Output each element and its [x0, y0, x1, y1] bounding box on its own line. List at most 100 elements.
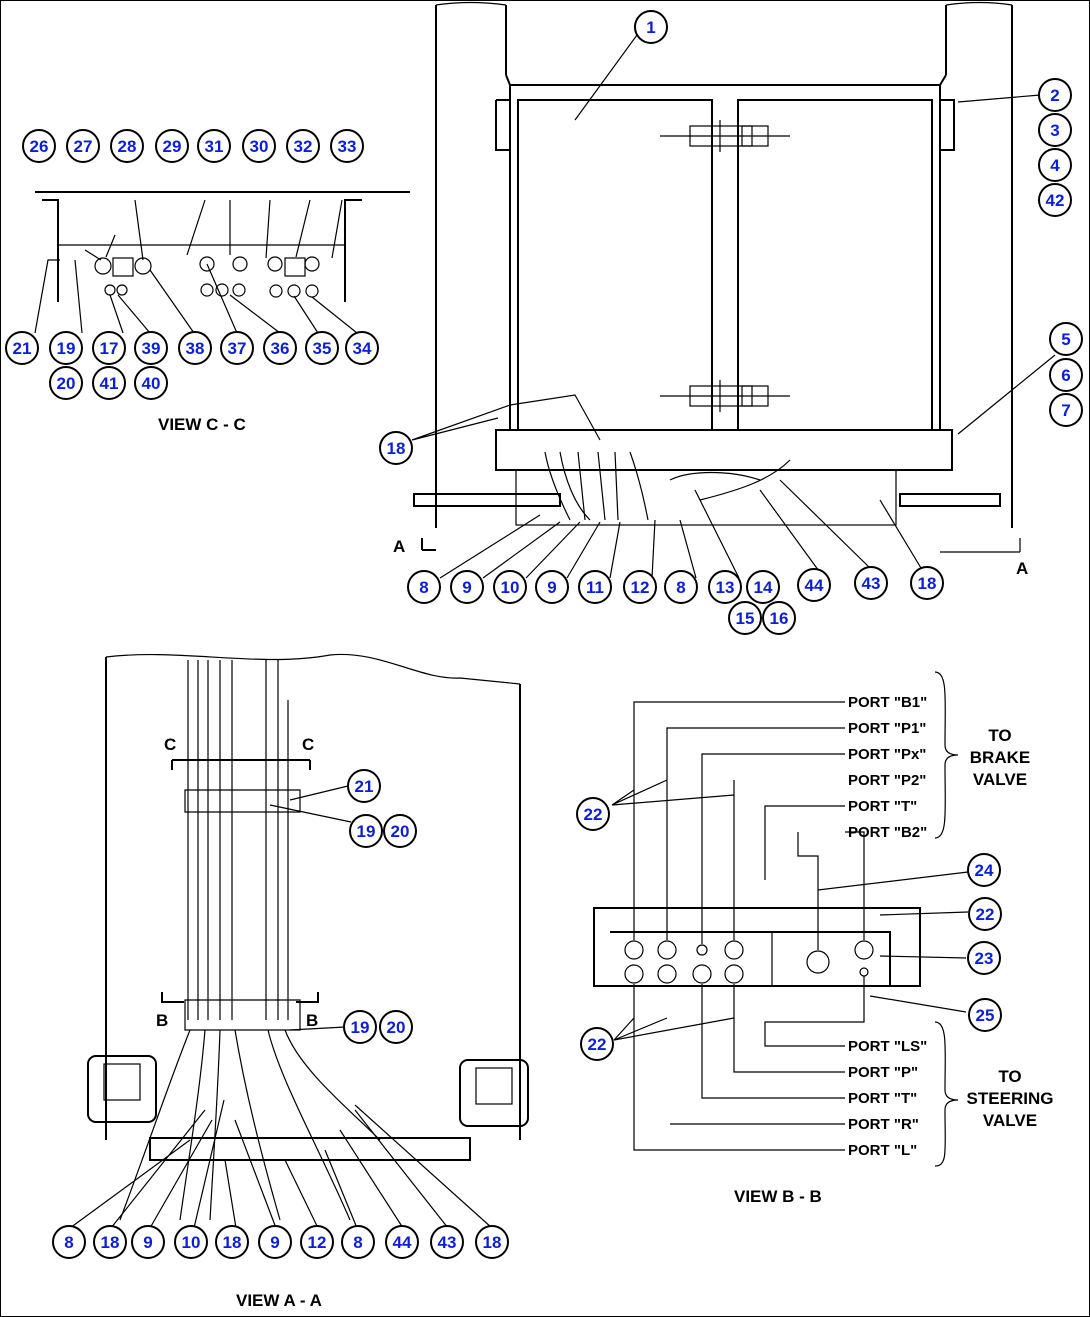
balloon-19: 19	[349, 814, 383, 848]
balloon-circle	[66, 129, 100, 163]
balloon-7: 7	[1049, 393, 1083, 427]
balloon-30: 30	[242, 129, 276, 163]
section-mark-c-left: C	[164, 735, 176, 754]
balloon-circle	[22, 129, 56, 163]
balloon-circle	[330, 129, 364, 163]
balloon-number: 20	[387, 1018, 406, 1037]
balloon-circle	[197, 129, 231, 163]
balloon-number: 26	[30, 137, 49, 156]
balloon-circle	[220, 331, 254, 365]
balloon-17: 17	[92, 331, 126, 365]
balloon-number: 9	[270, 1233, 279, 1252]
balloon-37: 37	[220, 331, 254, 365]
port-label: PORT "LS"	[848, 1038, 927, 1055]
balloon-number: 31	[205, 137, 224, 156]
balloon-circle	[1038, 183, 1072, 217]
balloon-number: 18	[101, 1233, 120, 1252]
balloon-circle	[385, 1225, 419, 1259]
balloon-circle	[1049, 358, 1083, 392]
balloon-18: 18	[475, 1225, 509, 1259]
balloon-circle	[1038, 78, 1072, 112]
balloon-42: 42	[1038, 183, 1072, 217]
balloon-21: 21	[347, 769, 381, 803]
section-mark-a-left: A	[393, 537, 405, 556]
balloon-circle	[746, 570, 780, 604]
balloon-29: 29	[155, 129, 189, 163]
balloon-10: 10	[493, 570, 527, 604]
balloon-10: 10	[174, 1225, 208, 1259]
balloon-33: 33	[330, 129, 364, 163]
balloon-circle	[263, 331, 297, 365]
port-label: PORT "Px"	[848, 746, 926, 763]
balloon-circle	[258, 1225, 292, 1259]
balloon-circle	[49, 331, 83, 365]
to-steering-line2: STEERING	[967, 1089, 1054, 1108]
balloon-circle	[762, 601, 796, 635]
balloon-leaders	[34, 34, 1056, 1229]
balloon-number: 3	[1050, 121, 1059, 140]
balloon-circle	[155, 129, 189, 163]
balloon-circle	[383, 814, 417, 848]
balloon-circle	[407, 570, 441, 604]
balloon-circle	[52, 1225, 86, 1259]
balloon-6: 6	[1049, 358, 1083, 392]
balloon-3: 3	[1038, 113, 1072, 147]
balloon-circle	[535, 570, 569, 604]
balloon-circle	[967, 941, 1001, 975]
balloon-circle	[343, 1010, 377, 1044]
balloon-number: 10	[501, 578, 520, 597]
balloon-number: 33	[338, 137, 357, 156]
balloon-circle	[92, 331, 126, 365]
balloon-26: 26	[22, 129, 56, 163]
balloon-circle	[854, 566, 888, 600]
balloon-circle	[349, 814, 383, 848]
balloon-number: 21	[355, 777, 374, 796]
balloon-number: 28	[118, 137, 137, 156]
balloon-circle	[430, 1225, 464, 1259]
balloon-8: 8	[407, 570, 441, 604]
balloon-32: 32	[286, 129, 320, 163]
balloon-9: 9	[535, 570, 569, 604]
balloon-number: 9	[143, 1233, 152, 1252]
view-c-c: VIEW C - C	[35, 191, 410, 434]
balloon-8: 8	[52, 1225, 86, 1259]
balloon-number: 18	[387, 439, 406, 458]
balloon-39: 39	[134, 331, 168, 365]
balloon-circle	[1049, 393, 1083, 427]
balloon-number: 16	[770, 609, 789, 628]
balloon-circle	[1049, 322, 1083, 356]
balloon-9: 9	[450, 570, 484, 604]
balloon-43: 43	[854, 566, 888, 600]
balloon-circle	[134, 366, 168, 400]
balloon-circle	[580, 1027, 614, 1061]
port-label: PORT "B2"	[848, 824, 927, 841]
balloon-number: 29	[163, 137, 182, 156]
balloon-number: 10	[182, 1233, 201, 1252]
balloon-circle	[215, 1225, 249, 1259]
balloon-circle	[379, 431, 413, 465]
balloon-number: 17	[100, 339, 119, 358]
balloon-40: 40	[134, 366, 168, 400]
balloon-circle	[347, 769, 381, 803]
balloon-number: 43	[438, 1233, 457, 1252]
balloon-22: 22	[576, 797, 610, 831]
to-steering-line3: VALVE	[983, 1111, 1037, 1130]
balloon-number: 24	[975, 861, 994, 880]
balloon-28: 28	[110, 129, 144, 163]
balloon-circle	[305, 331, 339, 365]
balloon-circle	[93, 1225, 127, 1259]
balloon-number: 42	[1046, 191, 1065, 210]
balloon-20: 20	[49, 366, 83, 400]
balloon-circle	[450, 570, 484, 604]
balloon-circle	[578, 570, 612, 604]
balloon-circle	[493, 570, 527, 604]
balloon-number: 1	[646, 18, 655, 37]
balloon-43: 43	[430, 1225, 464, 1259]
balloon-circle	[475, 1225, 509, 1259]
section-mark-b-left: B	[156, 1011, 168, 1030]
balloon-number: 8	[353, 1233, 362, 1252]
balloon-number: 9	[462, 578, 471, 597]
balloon-number: 8	[419, 578, 428, 597]
to-brake-line3: VALVE	[973, 770, 1027, 789]
section-mark-b-right: B	[306, 1011, 318, 1030]
